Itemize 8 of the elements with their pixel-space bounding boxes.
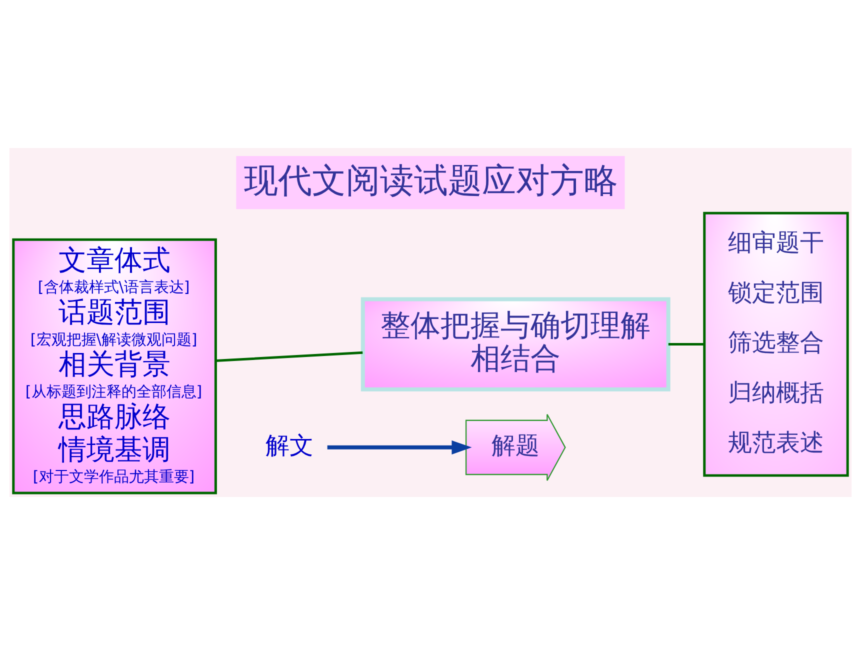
arrow: [326, 440, 472, 454]
node-box: 细审题干 锁定范围 筛选整合 归纳概括 规范表述: [702, 212, 848, 477]
node-box: 文章体式 [含体裁样式\语言表达] 话题范围 [宏观把握\解读微观问题] 相关背景 [从标题到注释的全部信息] 思路脉络 情境基调 [对于文学作品尤其重要]: [12, 238, 216, 494]
diagram-title: 现代文阅读试题应对方略: [244, 160, 618, 201]
connector: [215, 351, 362, 362]
connector: [668, 343, 704, 346]
node-box: 整体把握与确切理解相结合: [360, 297, 670, 392]
node-text: 解文: [264, 432, 313, 460]
